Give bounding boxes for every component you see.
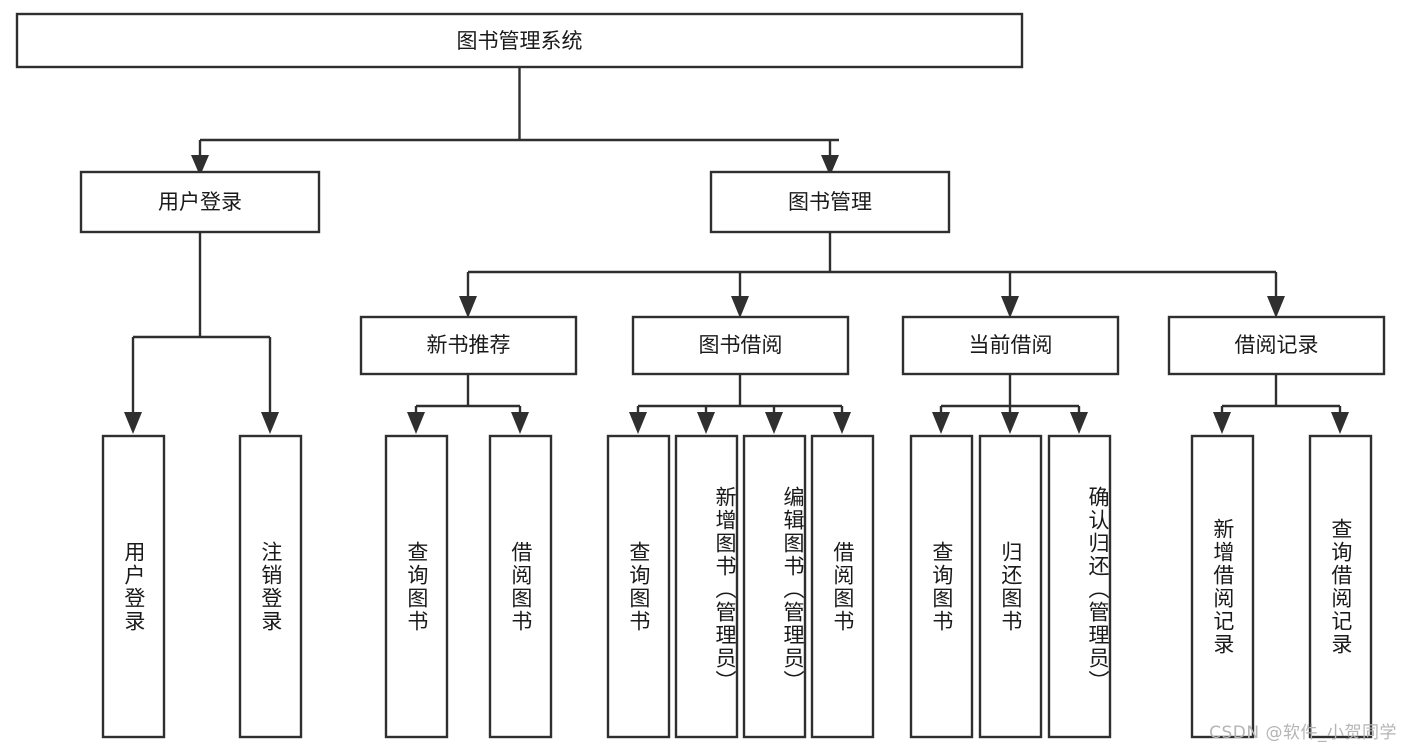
leaf-query-record-box[interactable]	[1308, 434, 1373, 739]
leaf-borrow-book-1-box[interactable]	[488, 434, 553, 739]
node-new-book-box[interactable]	[359, 315, 578, 376]
leaf-query-book-3-box[interactable]	[909, 434, 974, 739]
arrow-borrow-leaf-4-icon	[833, 412, 851, 434]
node-user-login-label: 用户登录	[158, 190, 242, 214]
arrow-current-leaf-3-icon	[1070, 412, 1088, 434]
node-current-borrow-box[interactable]	[901, 315, 1120, 376]
leaf-confirm-return-box[interactable]	[1047, 434, 1112, 739]
arrow-borrow-leaf-3-icon	[765, 412, 783, 434]
arrow-books-child-2-icon	[731, 296, 749, 318]
leaf-query-book-1-box[interactable]	[384, 434, 449, 739]
connector-group-user-login	[124, 232, 279, 434]
arrow-current-leaf-1-icon	[932, 412, 950, 434]
arrow-root-to-user-icon	[191, 155, 209, 176]
arrow-record-leaf-1-icon	[1213, 412, 1231, 434]
connector-group-current-borrow	[932, 374, 1088, 434]
connector-group-borrow-record	[1213, 374, 1349, 434]
arrow-borrow-leaf-2-icon	[697, 412, 715, 434]
leaf-user-login-box[interactable]	[101, 434, 166, 739]
arrow-user-leaf-1-icon	[124, 412, 142, 434]
arrow-newbook-leaf-2-icon	[511, 412, 529, 434]
node-user-login-box[interactable]	[79, 170, 321, 234]
leaf-logout-box[interactable]	[238, 434, 303, 739]
node-book-borrow-box[interactable]	[631, 315, 850, 376]
node-root-label: 图书管理系统	[457, 29, 583, 53]
arrow-current-leaf-2-icon	[1001, 412, 1019, 434]
arrow-books-child-1-icon	[459, 296, 477, 318]
leaf-return-book-box[interactable]	[978, 434, 1043, 739]
arrow-user-leaf-2-icon	[261, 412, 279, 434]
arrow-borrow-leaf-1-icon	[629, 412, 647, 434]
connector-group-book-manage	[459, 232, 1285, 318]
connector-group-book-borrow	[629, 374, 851, 434]
leaf-borrow-book-2-box[interactable]	[810, 434, 875, 739]
node-book-borrow-label: 图书借阅	[699, 333, 783, 357]
node-root-box[interactable]	[15, 12, 1024, 69]
arrow-record-leaf-2-icon	[1331, 412, 1349, 434]
node-current-borrow-label: 当前借阅	[969, 333, 1053, 357]
node-borrow-record-box[interactable]	[1167, 315, 1386, 376]
leaf-query-book-2-box[interactable]	[606, 434, 671, 739]
connector-group-root	[191, 67, 839, 176]
arrow-newbook-leaf-1-icon	[407, 412, 425, 434]
arrow-books-child-3-icon	[1001, 296, 1019, 318]
node-book-manage-label: 图书管理	[788, 190, 872, 214]
leaf-add-book-box[interactable]	[674, 434, 739, 739]
arrow-books-child-4-icon	[1267, 296, 1285, 318]
arrow-root-to-books-icon	[821, 155, 839, 176]
leaf-edit-book-box[interactable]	[742, 434, 807, 739]
node-borrow-record-label: 借阅记录	[1235, 333, 1319, 357]
node-book-manage-box[interactable]	[709, 170, 951, 234]
connector-group-new-book	[407, 374, 529, 434]
node-new-book-label: 新书推荐	[427, 333, 511, 357]
watermark-text: CSDN @软件_小贺同学	[1209, 723, 1397, 743]
leaf-add-record-box[interactable]	[1190, 434, 1255, 739]
